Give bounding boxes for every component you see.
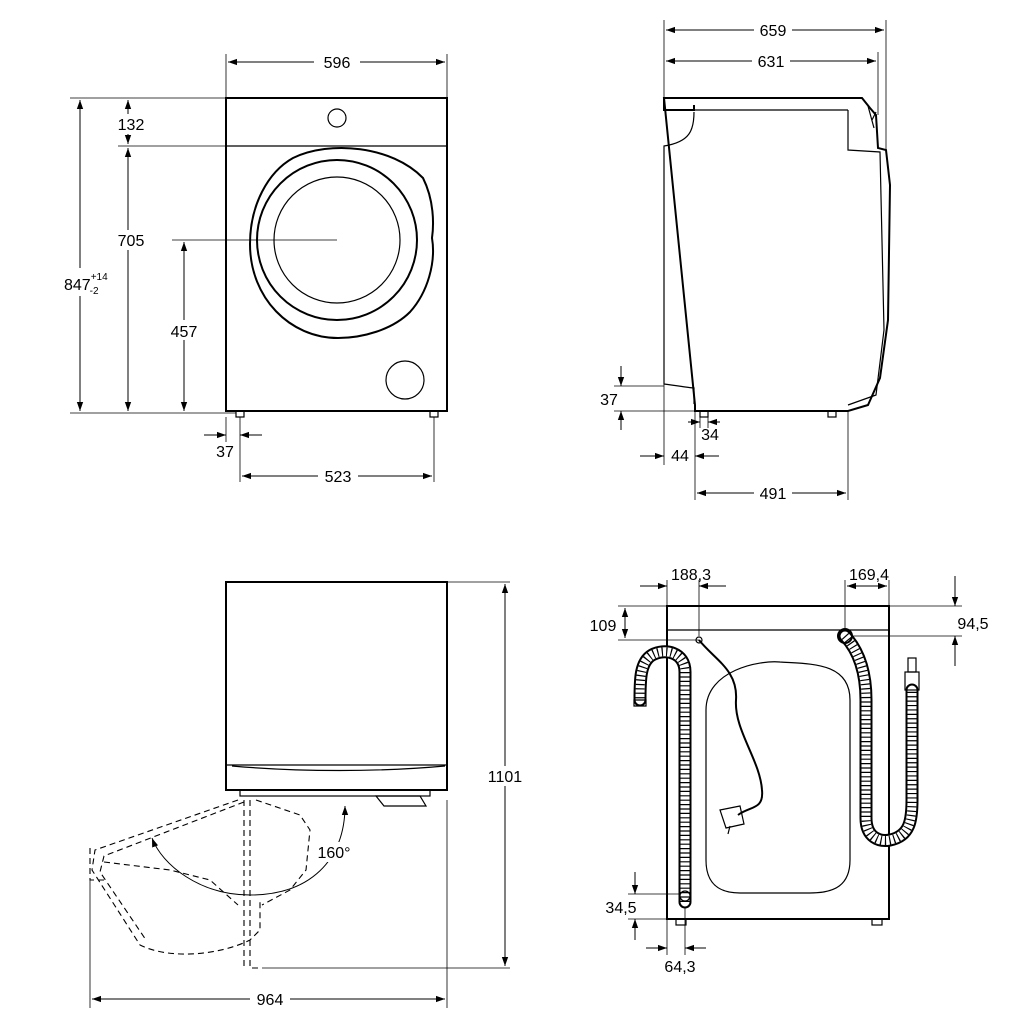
inlet-offset-label: 169,4 [849,567,889,584]
program-knob-icon [327,108,347,128]
side-knob [867,105,877,129]
top-panel-label: 132 [118,117,145,134]
side-foot-left [699,410,709,418]
door-top-label: 705 [118,233,145,250]
drain-height-label: 34,5 [605,900,636,917]
back-view: 188,3 169,4 109 94,5 34,5 64,3 [590,567,989,976]
door-center-label: 457 [171,324,198,341]
open-door-dashed-3 [249,800,262,969]
open-door-handle [374,795,428,807]
front-cabinet [225,97,448,412]
power-height-label: 109 [590,618,617,635]
door-open-view: 160° 1101 964 [89,581,524,1009]
power-plug-icon [719,805,745,835]
top-cabinet [225,581,448,791]
side-foot-right [827,410,837,418]
side-view: 659 631 37 34 44 491 [600,20,892,503]
front-width-label: 596 [324,55,351,72]
open-door-dashed-1 [91,799,261,955]
open-door-dashed-2 [99,801,245,941]
plinth [239,789,431,797]
side-foot-spacing-label: 491 [760,486,787,503]
total-depth-label: 659 [760,23,787,40]
door-angle-label: 160° [317,845,350,862]
back-foot-right [871,918,883,926]
back-panel [705,661,851,894]
back-cabinet [666,605,890,920]
filter-cover [385,360,425,400]
side-cabinet [662,97,892,412]
power-cord [698,639,764,816]
plinth-height-label: 37 [600,392,618,409]
drain-offset-label: 64,3 [664,959,695,976]
inlet-hose [838,629,919,847]
door-frame [248,146,434,340]
open-height-label: 1101 [488,769,523,786]
side-foot-offset-label: 44 [671,448,689,465]
inlet-height-label: 94,5 [957,616,988,633]
front-view: 596 847+14-2 132 705 457 37 523 [60,52,448,486]
open-door-dashed-5 [255,799,311,906]
drain-hose [633,645,692,909]
total-height-label: 847+14-2 [64,272,108,297]
open-depth-label: 964 [257,992,284,1009]
side-top-lid [663,98,695,111]
open-door-dashed-6 [103,861,239,906]
power-offset-label: 188,3 [671,567,711,584]
body-depth-label: 631 [758,54,785,71]
back-foot-left [675,918,687,926]
side-foot-width-label: 34 [701,427,719,444]
front-foot-offset-label: 37 [216,444,234,461]
foot-spacing-label: 523 [325,469,352,486]
side-door-profile [847,110,885,406]
